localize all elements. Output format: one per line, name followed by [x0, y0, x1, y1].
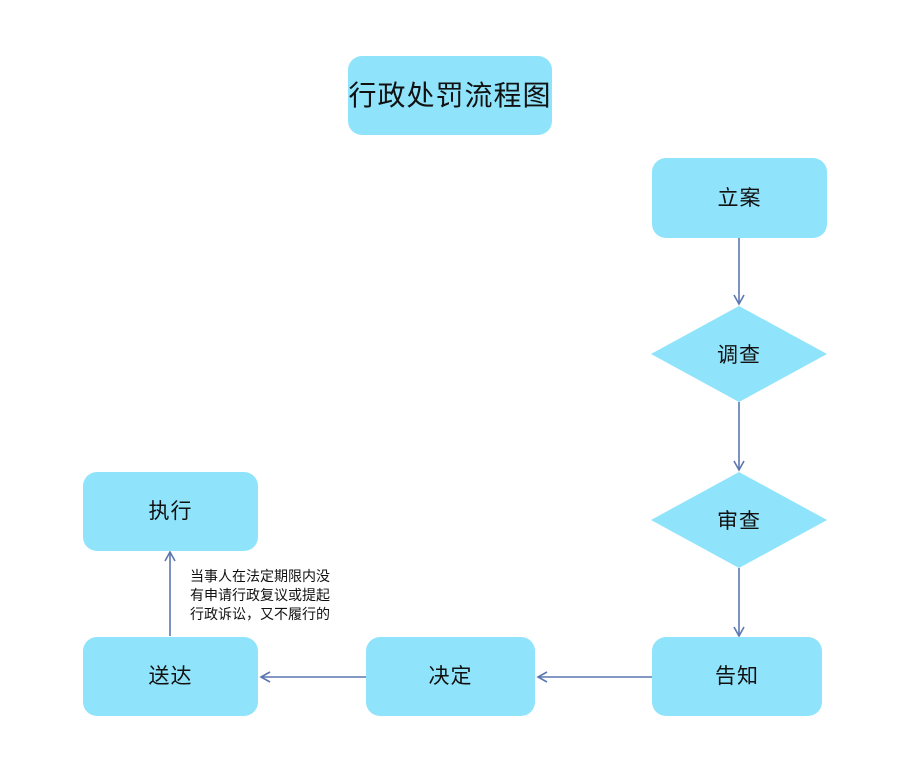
- note-line-1: 当事人在法定期限内没: [190, 569, 330, 585]
- filing-label: 立案: [717, 185, 762, 210]
- page-title: 行政处罚流程图: [348, 78, 552, 112]
- service-label: 送达: [148, 664, 193, 688]
- execution-condition-note: 当事人在法定期限内没 有申请行政复议或提起 行政诉讼，又不履行的: [190, 568, 360, 625]
- review-diamond: [651, 472, 827, 568]
- notification-label: 告知: [715, 664, 759, 688]
- execution-node: 执行: [83, 472, 258, 551]
- investigation-label: 调查: [717, 343, 761, 367]
- execution-label: 执行: [148, 499, 193, 523]
- service-node: 送达: [83, 637, 258, 716]
- investigation-diamond: [651, 306, 827, 402]
- title-box: 行政处罚流程图: [348, 56, 552, 135]
- decision-node: 决定: [366, 637, 535, 716]
- note-line-2: 有申请行政复议或提起: [190, 588, 330, 604]
- filing-node: 立案: [652, 158, 827, 238]
- review-label: 审查: [717, 509, 761, 533]
- note-line-3: 行政诉讼，又不履行的: [190, 607, 330, 623]
- notification-node: 告知: [652, 637, 822, 716]
- decision-label: 决定: [428, 664, 473, 688]
